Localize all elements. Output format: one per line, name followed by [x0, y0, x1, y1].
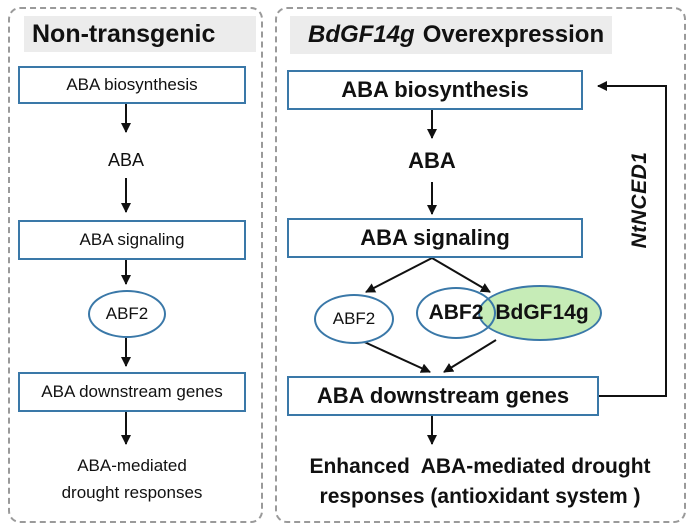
right-aba-signaling-label: ABA signaling [360, 225, 510, 250]
abf2-complex-ellipse: ABF2 [416, 287, 496, 339]
left-aba-biosynthesis-label: ABA biosynthesis [66, 75, 198, 94]
right-arrow-abf2-downstream [359, 339, 431, 373]
left-panel-title: Non-transgenic [24, 16, 256, 52]
left-aba-biosynthesis-box: ABA biosynthesis [18, 66, 246, 104]
right-response-line1: Enhanced ABA-mediated drought [309, 455, 651, 478]
overexpression-panel [275, 7, 686, 523]
left-response-line2: drought responses [61, 483, 203, 502]
left-aba-label: ABA [107, 150, 145, 170]
feedback-loop-arrow [597, 81, 667, 397]
abf2-complex-label: ABF2 [428, 301, 484, 324]
right-title-rest: Overexpression [422, 21, 605, 48]
left-aba-downstream-label: ABA downstream genes [41, 382, 223, 401]
right-arrow-complex-downstream [443, 339, 497, 373]
right-aba-biosynthesis-label: ABA biosynthesis [341, 77, 529, 102]
right-response-text: Enhanced ABA-mediated drought responses … [276, 452, 684, 512]
right-abf2-label: ABF2 [332, 309, 376, 328]
right-response-line2: responses (antioxidant system ) [319, 485, 641, 508]
left-abf2-label: ABF2 [105, 304, 149, 323]
non-transgenic-panel [8, 7, 263, 523]
right-aba-downstream-label: ABA downstream genes [316, 383, 570, 408]
left-title-text: Non-transgenic [32, 19, 216, 48]
left-aba-downstream-box: ABA downstream genes [18, 372, 246, 412]
right-panel-title: BdGF14g Overexpression [290, 16, 612, 54]
right-aba-biosynthesis-box: ABA biosynthesis [287, 70, 583, 110]
left-response-text: ABA-mediated drought responses [20, 452, 244, 506]
left-aba-signaling-label: ABA signaling [79, 230, 185, 249]
right-arrow-signaling-complex [431, 257, 491, 293]
right-abf2-ellipse: ABF2 [314, 294, 394, 344]
right-aba-signaling-box: ABA signaling [287, 218, 583, 258]
bdgf14g-label: BdGF14g [495, 301, 589, 324]
left-response-line1: ABA-mediated [77, 456, 187, 475]
bdgf14g-ellipse: BdGF14g [478, 285, 602, 341]
right-aba-label: ABA [408, 148, 456, 173]
ntnced1-label: NtNCED1 [628, 151, 651, 249]
right-arrow-signaling-abf2 [365, 257, 433, 293]
left-aba-signaling-box: ABA signaling [18, 220, 246, 260]
right-title-gene: BdGF14g [308, 21, 415, 48]
left-abf2-ellipse: ABF2 [88, 290, 166, 338]
right-aba-downstream-box: ABA downstream genes [287, 376, 599, 416]
